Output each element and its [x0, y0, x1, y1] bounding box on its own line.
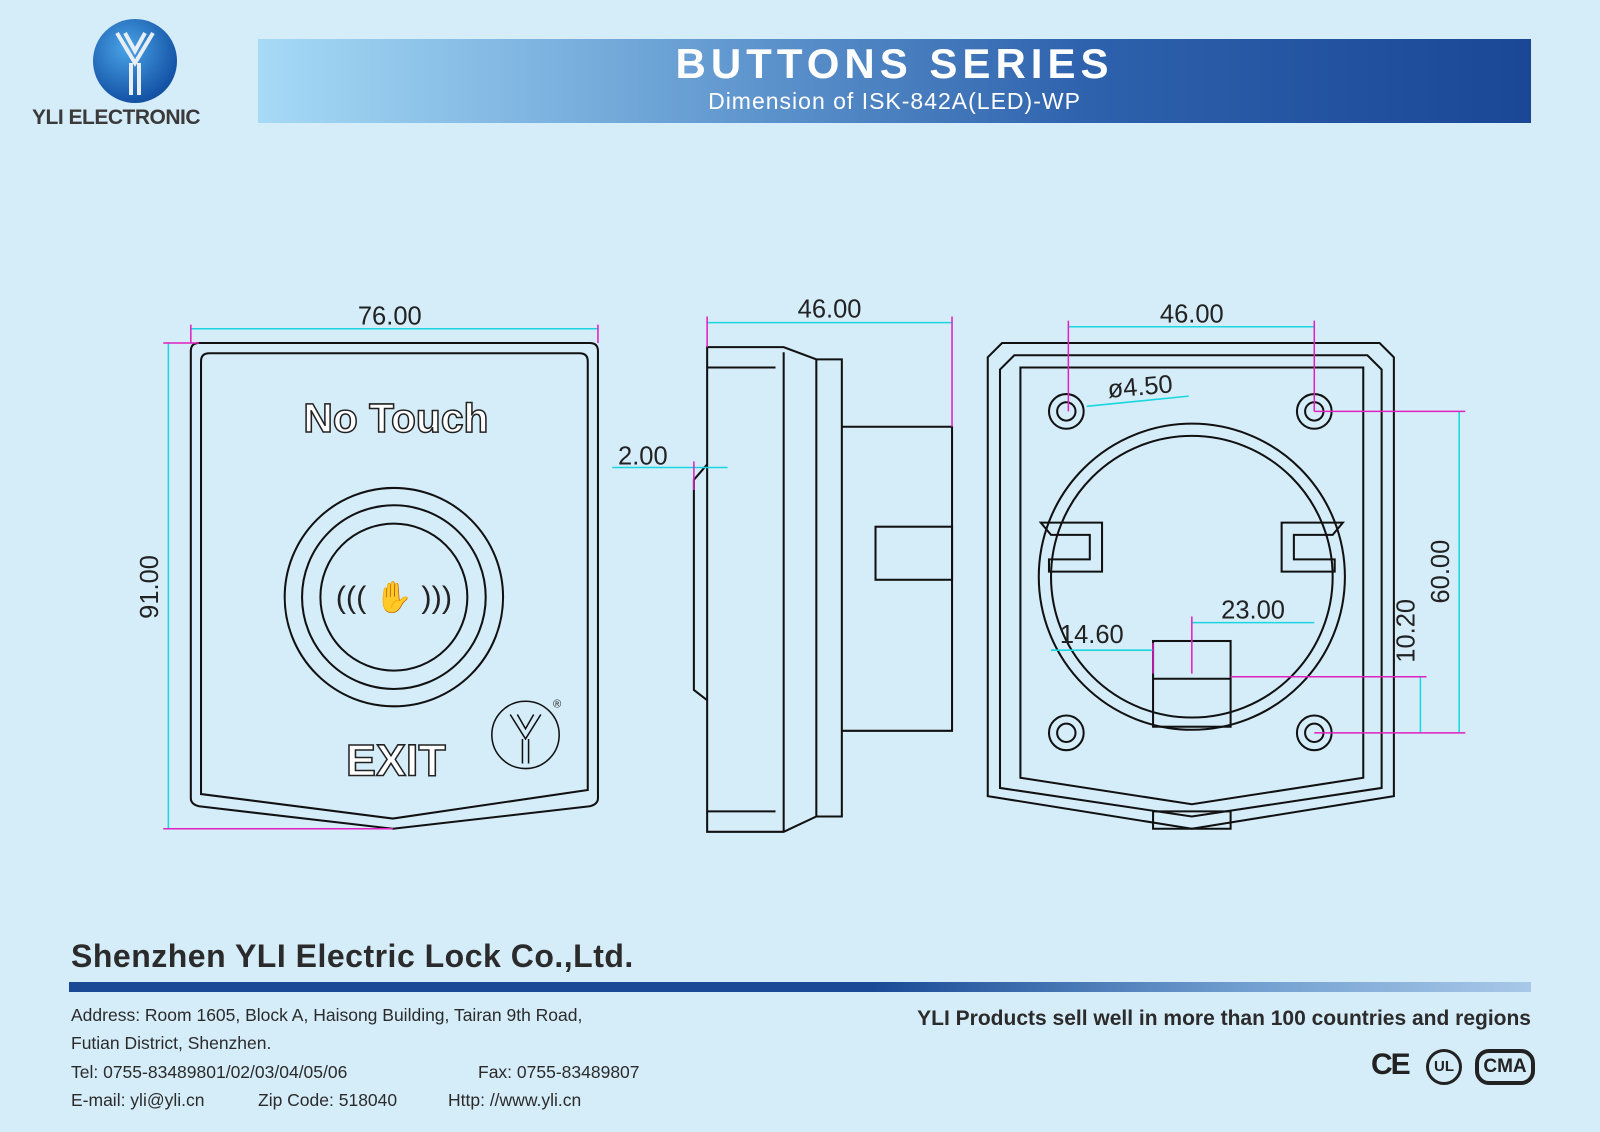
yli-mark-icon [491, 700, 560, 770]
mounting-hole [1047, 714, 1085, 752]
website: Http: //www.yli.cn [448, 1090, 582, 1110]
front-label-exit: EXIT [346, 735, 446, 786]
dim-back-hole-h: 46.00 [1160, 301, 1224, 329]
yli-logo [93, 19, 177, 103]
tel: Tel: 0755-83489801/02/03/04/05/06 [71, 1062, 348, 1082]
dim-back-23: 23.00 [1221, 597, 1285, 625]
button-outer-ring [283, 486, 505, 708]
side-view [692, 346, 954, 833]
email: E-mail: yli@yli.cn [71, 1090, 205, 1110]
ul-mark-icon: UL [1426, 1049, 1462, 1085]
footer-rule [69, 982, 1531, 992]
ce-mark-icon: CE [1371, 1048, 1411, 1081]
front-view [189, 342, 599, 830]
fax: Fax: 0755-83489807 [478, 1062, 640, 1082]
dim-front-height: 91.00 [136, 555, 164, 619]
company-name: Shenzhen YLI Electric Lock Co.,Ltd. [71, 938, 634, 974]
page-subtitle: Dimension of ISK-842A(LED)-WP [708, 88, 1081, 114]
slogan: YLI Products sell well in more than 100 … [917, 1007, 1531, 1030]
dimension-lines [167, 321, 1460, 829]
extension-lines [163, 316, 1466, 830]
cma-mark-icon: CMA [1475, 1049, 1535, 1085]
address-line-2: Futian District, Shenzhen. [71, 1033, 272, 1053]
hand-sensor-icon: ((( ✋ ))) [336, 579, 452, 614]
zip-code: Zip Code: 518040 [258, 1090, 398, 1110]
address-line-1: Address: Room 1605, Block A, Haisong Bui… [71, 1005, 583, 1025]
dim-back-hole-v: 60.00 [1427, 540, 1455, 604]
dim-back-offset-v: 10.20 [1392, 599, 1420, 663]
dim-hole-diameter: ø4.50 [1106, 370, 1173, 404]
logo-y-icon [115, 31, 155, 95]
dim-side-offset: 2.00 [618, 442, 668, 470]
dim-side-depth: 46.00 [798, 296, 862, 324]
registered-mark: ® [553, 698, 562, 710]
back-view [986, 342, 1395, 830]
logo-text: YLI ELECTRONIC [32, 106, 201, 129]
dim-back-14: 14.60 [1060, 621, 1124, 649]
header-banner [258, 39, 1531, 123]
dim-front-width: 76.00 [358, 303, 422, 331]
mounting-hole [1047, 393, 1085, 430]
front-label-no-touch: No Touch [303, 395, 488, 441]
page-title: BUTTONS SERIES [675, 40, 1114, 87]
